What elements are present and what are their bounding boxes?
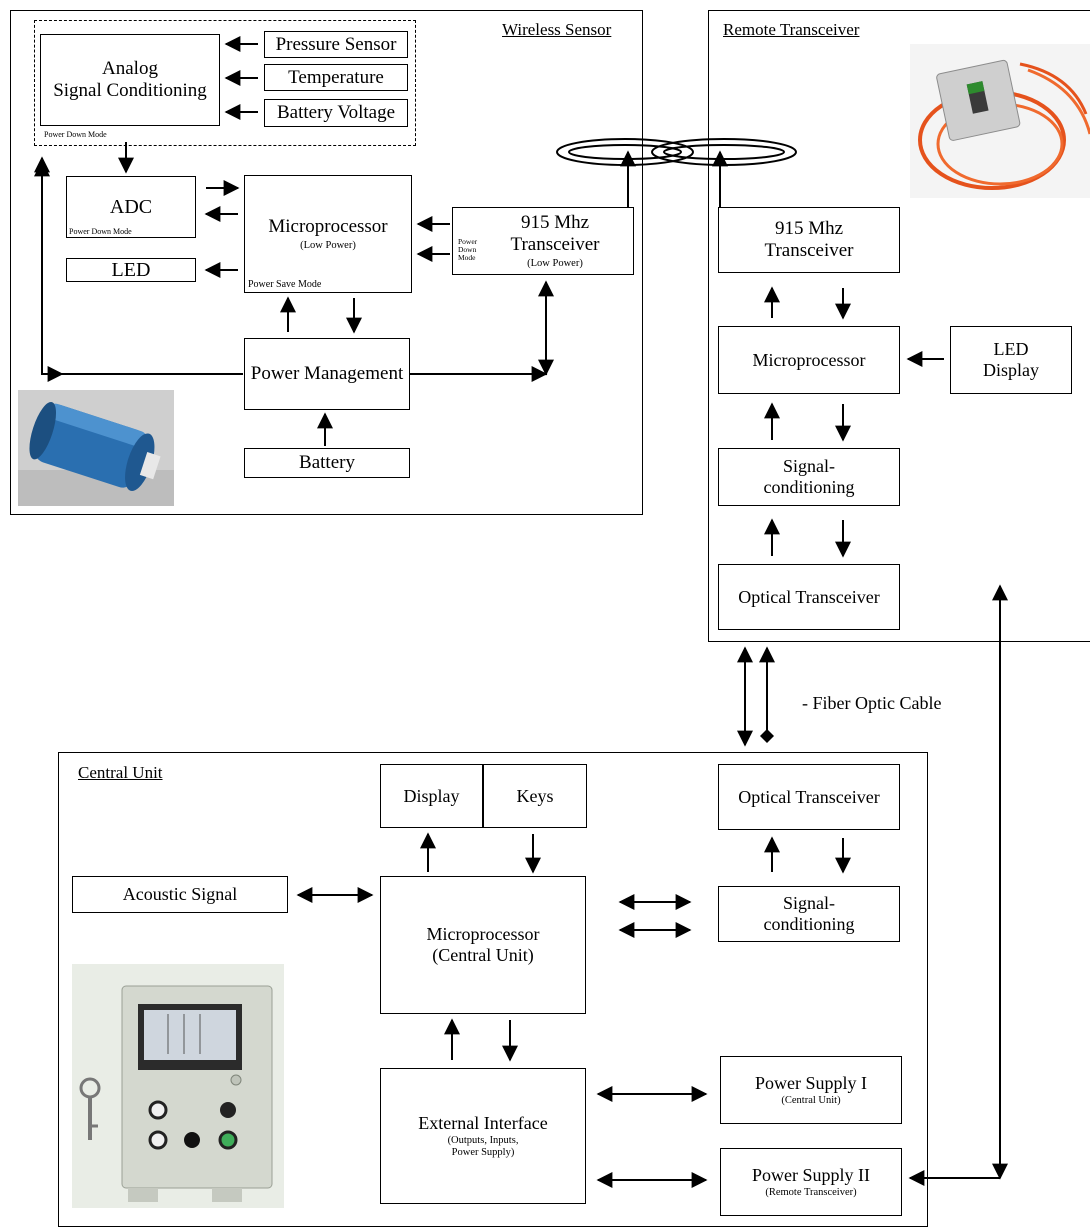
analog-signal-conditioning-box: Analog Signal Conditioning	[40, 34, 220, 126]
remote-915-transceiver-box: 915 Mhz Transceiver	[718, 207, 900, 273]
analog-label-line2: Signal Conditioning	[53, 80, 207, 101]
adc-label: ADC	[109, 195, 153, 218]
fiber-optic-cable-label: - Fiber Optic Cable	[802, 693, 942, 713]
remote-trx-line1: 915 Mhz	[774, 218, 844, 240]
external-interface-sub1: (Outputs, Inputs,	[447, 1135, 519, 1147]
temperature-box: Temperature	[264, 64, 408, 91]
trx-mode-line1: Power	[458, 237, 478, 246]
sensor-trx-line1: 915 Mhz	[520, 212, 590, 234]
pressure-sensor-box: Pressure Sensor	[264, 31, 408, 58]
battery-box: Battery	[244, 448, 410, 478]
remote-signal-conditioning-box: Signal- conditioning	[718, 448, 900, 506]
power-supply-ii-box: Power Supply II (Remote Transceiver)	[720, 1148, 902, 1216]
analog-group-dashed	[34, 20, 416, 146]
wireless-sensor-photo	[18, 390, 174, 506]
central-signal-line1: Signal-	[783, 893, 835, 914]
wireless-sensor-frame	[10, 10, 643, 515]
led-display-line1: LED	[993, 339, 1029, 360]
power-save-mode-label: Power Save Mode	[248, 279, 322, 290]
micro-low-power-sub: (Low Power)	[300, 239, 356, 251]
power-supply-i-label: Power Supply I	[755, 1072, 867, 1093]
remote-transceiver-device-image	[910, 44, 1090, 198]
keys-box: Keys	[483, 764, 587, 828]
external-interface-label: External Interface	[418, 1112, 548, 1133]
sensor-trx-line2: Transceiver	[510, 233, 600, 255]
remote-microprocessor-box: Microprocessor	[718, 326, 900, 394]
remote-optical-transceiver-box: Optical Transceiver	[718, 564, 900, 630]
led-display-box: LED Display	[950, 326, 1072, 394]
power-supply-i-sub: (Central Unit)	[781, 1095, 841, 1107]
power-supply-ii-sub: (Remote Transceiver)	[765, 1187, 857, 1199]
power-supply-ii-label: Power Supply II	[752, 1164, 870, 1185]
led-display-line2: Display	[983, 360, 1039, 380]
sensor-transceiver-box: 915 Mhz Transceiver (Low Power)	[452, 207, 634, 275]
central-microprocessor-box: Microprocessor (Central Unit)	[380, 876, 586, 1014]
power-down-mode-analog: Power Down Mode	[44, 130, 107, 139]
central-unit-device-image	[72, 964, 284, 1208]
central-micro-line2: (Central Unit)	[432, 945, 534, 965]
wireless-sensor-title: Wireless Sensor	[502, 20, 612, 39]
remote-transceiver-photo	[910, 44, 1090, 198]
power-management-box: Power Management	[244, 338, 410, 410]
central-unit-photo	[72, 964, 284, 1208]
led-box: LED	[66, 258, 196, 282]
remote-trx-line2: Transceiver	[764, 240, 854, 261]
central-signal-line2: conditioning	[763, 914, 855, 934]
central-optical-transceiver-box: Optical Transceiver	[718, 764, 900, 830]
analog-label-line1: Analog	[102, 58, 158, 80]
wireless-sensor-device-image	[18, 390, 174, 506]
trx-mode-line3: Mode	[458, 252, 476, 262]
central-signal-conditioning-box: Signal- conditioning	[718, 886, 900, 942]
power-down-mode-adc: Power Down Mode	[69, 227, 132, 236]
remote-transceiver-title: Remote Transceiver	[723, 20, 860, 39]
external-interface-box: External Interface (Outputs, Inputs, Pow…	[380, 1068, 586, 1204]
remote-signal-line1: Signal-	[783, 456, 835, 477]
micro-low-power-label: Microprocessor	[268, 216, 388, 238]
acoustic-signal-box: Acoustic Signal	[72, 876, 288, 913]
power-supply-i-box: Power Supply I (Central Unit)	[720, 1056, 902, 1124]
remote-transceiver-frame	[708, 10, 1090, 642]
sensor-trx-sub: (Low Power)	[527, 257, 583, 269]
central-unit-title: Central Unit	[78, 763, 163, 782]
sensor-trx-power-down-mode: Power Down Mode	[458, 238, 477, 262]
display-box: Display	[380, 764, 483, 828]
external-interface-sub2: Power Supply)	[451, 1147, 515, 1159]
adc-box: ADC	[66, 176, 196, 238]
remote-signal-line2: conditioning	[763, 477, 855, 497]
central-micro-line1: Microprocessor	[426, 924, 540, 945]
microprocessor-low-power-box: Microprocessor (Low Power)	[244, 175, 412, 293]
trx-mode-line2: Down	[458, 244, 477, 254]
battery-voltage-box: Battery Voltage	[264, 99, 408, 127]
